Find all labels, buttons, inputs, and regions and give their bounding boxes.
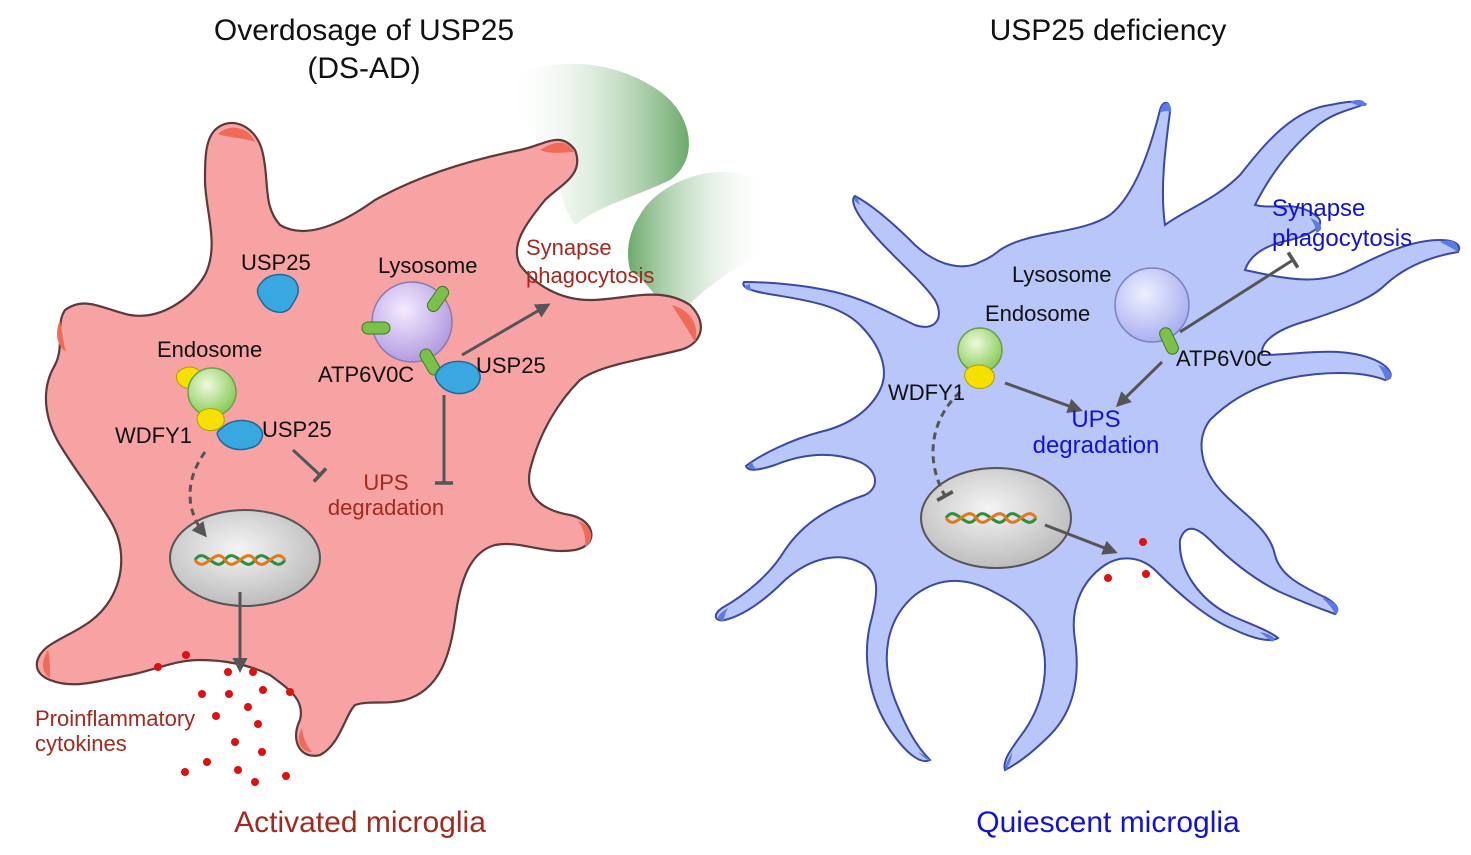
arrow-endo-to-ups — [1004, 381, 1083, 413]
dashed-inhibit-nucleus — [931, 390, 962, 502]
dna-helix-quiescent-icon — [944, 512, 1038, 524]
atp6v0c-rod-quiescent — [1159, 327, 1179, 355]
label-wdfy1: WDFY1 — [115, 423, 192, 448]
nucleus-quiescent — [920, 467, 1072, 569]
quiescent-microglia-body — [714, 100, 1460, 772]
label-synapse-line2-quiescent: phagocytosis — [1272, 225, 1412, 252]
right-panel: USP25 deficiency Synapse phagocytosis Ly… — [714, 14, 1460, 839]
lysosome-quiescent — [1114, 267, 1190, 343]
label-endosome: Endosome — [157, 337, 262, 362]
inhibit-lyso-synapse — [1179, 251, 1300, 334]
left-title-line1: Overdosage of USP25 — [214, 14, 514, 47]
inhibit-endo-ups — [291, 448, 328, 483]
cytokine-dots-quiescent — [1104, 538, 1150, 582]
left-title-line2: (DS-AD) — [307, 52, 420, 85]
atp6v0c-rod-left — [361, 321, 391, 335]
label-lysosome-quiescent: Lysosome — [1012, 262, 1111, 287]
label-cytokines-line1: Proinflammatory — [35, 706, 195, 731]
label-usp25-free: USP25 — [241, 250, 311, 275]
label-lysosome: Lysosome — [378, 253, 477, 278]
label-wdfy1-quiescent: WDFY1 — [888, 380, 965, 405]
label-ups-line1-quiescent: UPS — [1071, 406, 1120, 433]
label-endosome-quiescent: Endosome — [985, 301, 1090, 326]
atp6v0c-rod-top — [426, 285, 450, 313]
label-cytokines-line2: cytokines — [35, 731, 127, 756]
cytokine-dots — [154, 651, 294, 786]
label-atp6v0c: ATP6V0C — [318, 362, 414, 387]
label-ups-line1: UPS — [363, 470, 408, 495]
usp25-free-icon — [256, 273, 300, 313]
usp25-lysosome-icon — [434, 360, 481, 395]
label-usp25-lysosome: USP25 — [476, 353, 546, 378]
right-title: USP25 deficiency — [990, 14, 1227, 47]
label-atp6v0c-quiescent: ATP6V0C — [1176, 346, 1272, 371]
synapse-terminal-lower — [628, 172, 772, 325]
wdfy1-quiescent-icon — [964, 364, 995, 389]
left-panel: Overdosage of USP25 (DS-AD) USP25 Lysoso… — [35, 14, 772, 839]
activated-process-tips — [43, 127, 697, 752]
dna-helix-icon — [193, 554, 287, 566]
label-synapse-line2: phagocytosis — [526, 263, 654, 288]
caption-activated: Activated microglia — [234, 806, 486, 839]
synapse-terminal-upper — [505, 63, 689, 225]
wdfy1-bottom-icon — [196, 408, 225, 431]
arrow-nucleus-to-cytokines — [1044, 523, 1118, 555]
usp25-endosome-icon — [216, 419, 264, 451]
label-usp25-endosome: USP25 — [262, 417, 332, 442]
label-synapse-line1: Synapse — [526, 235, 612, 260]
caption-quiescent: Quiescent microglia — [976, 806, 1240, 839]
quiescent-process-tips — [718, 99, 1459, 770]
arrow-lyso-to-ups — [1115, 360, 1164, 408]
arrow-to-synapse — [461, 303, 551, 357]
label-synapse-line1-quiescent: Synapse — [1272, 195, 1365, 222]
label-ups-line2: degradation — [328, 495, 444, 520]
label-ups-line2-quiescent: degradation — [1033, 432, 1160, 459]
